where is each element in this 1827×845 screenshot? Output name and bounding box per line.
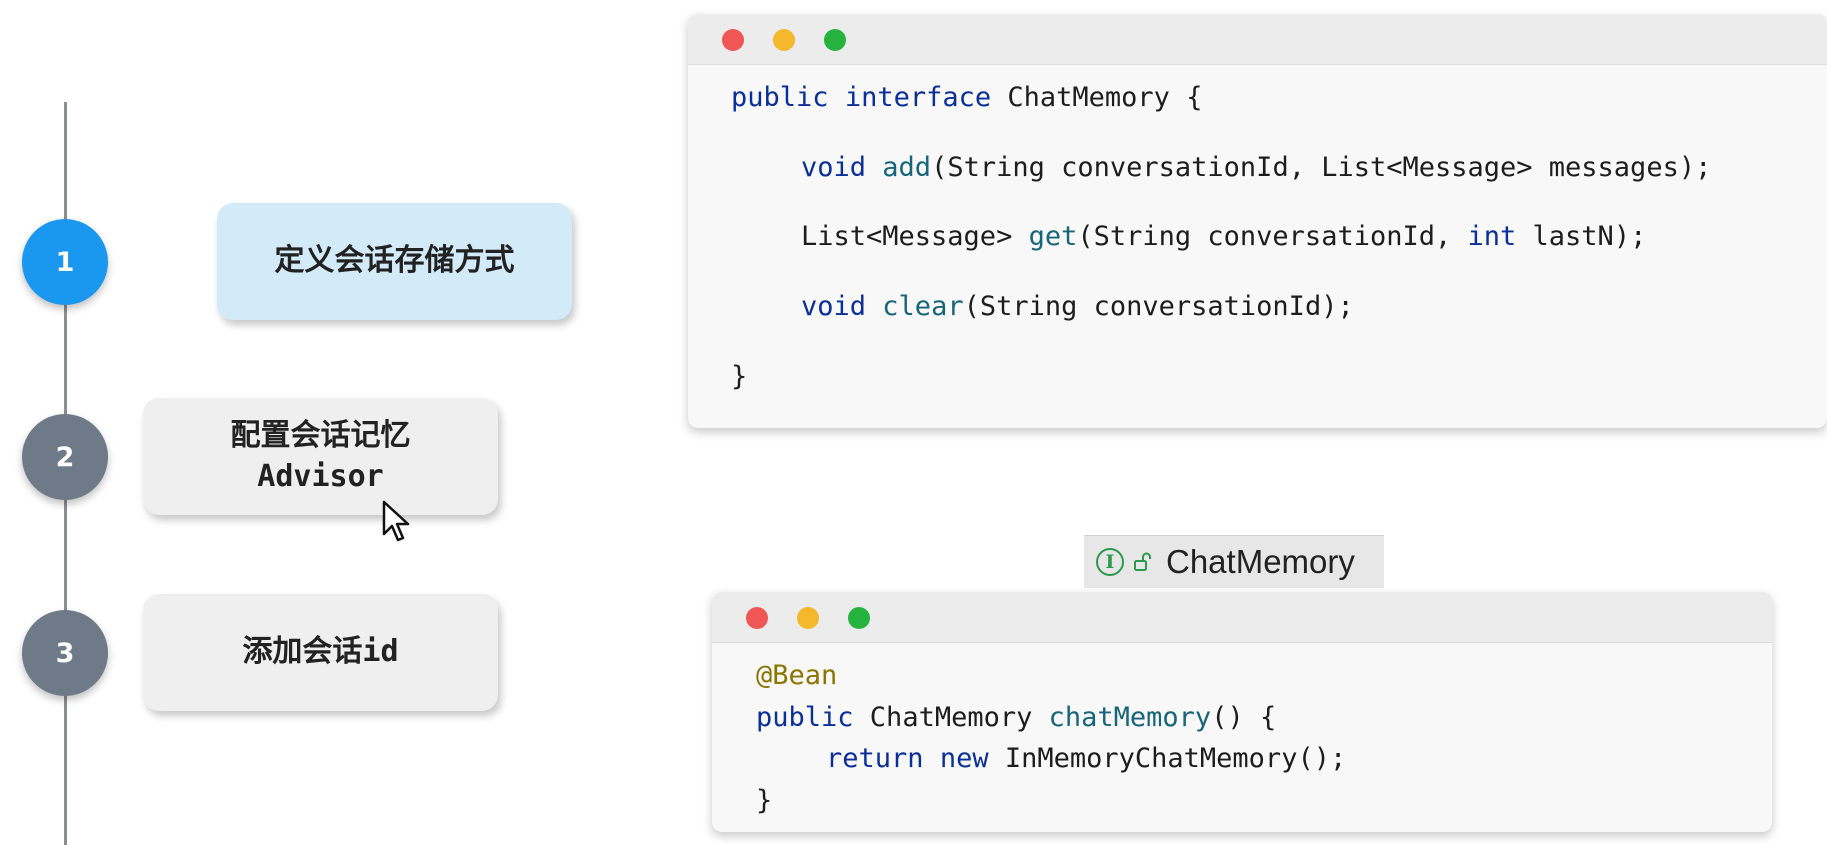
code-line-3: List<Message> get(String conversationId,… — [801, 221, 1647, 252]
window-title-bar — [688, 14, 1827, 65]
minimize-dot-icon[interactable] — [797, 607, 819, 629]
bean-code-window: @Bean public ChatMemory chatMemory() { r… — [712, 592, 1772, 832]
lock-open-icon — [1134, 552, 1151, 571]
step-2-circle: 2 — [22, 414, 108, 500]
interface-code-window: public interface ChatMemory { void add(S… — [688, 14, 1827, 428]
bean-line-1: @Bean — [756, 660, 838, 691]
minimize-dot-icon[interactable] — [773, 29, 795, 51]
step-3-card[interactable]: 添加会话id — [143, 594, 498, 711]
step-2-card[interactable]: 配置会话记忆 Advisor — [143, 398, 498, 515]
step-3-circle: 3 — [22, 610, 108, 696]
code-line-5: } — [731, 361, 748, 392]
step-3-label: 添加会话id — [242, 634, 399, 670]
step-2-label-line1: 配置会话记忆 — [230, 418, 411, 453]
bean-line-3: return new InMemoryChatMemory(); — [826, 743, 1347, 774]
interface-icon: I — [1096, 548, 1124, 576]
code-line-1: public interface ChatMemory { — [731, 82, 1203, 113]
step-2-label-line2: Advisor — [257, 458, 384, 494]
code-line-4: void clear(String conversationId); — [801, 291, 1354, 322]
mouse-cursor-icon — [382, 500, 410, 542]
step-1-circle: 1 — [22, 219, 108, 305]
bean-line-2: public ChatMemory chatMemory() { — [756, 702, 1277, 733]
maximize-dot-icon[interactable] — [824, 29, 846, 51]
window-title-bar — [712, 592, 1772, 643]
step-1-card[interactable]: 定义会话存储方式 — [217, 203, 572, 320]
close-dot-icon[interactable] — [722, 29, 744, 51]
chatmemory-chip[interactable]: I ChatMemory — [1084, 535, 1384, 588]
step-1-label: 定义会话存储方式 — [274, 243, 515, 279]
maximize-dot-icon[interactable] — [848, 607, 870, 629]
bean-line-4: } — [756, 785, 773, 816]
close-dot-icon[interactable] — [746, 607, 768, 629]
chip-label: ChatMemory — [1166, 543, 1355, 580]
code-line-2: void add(String conversationId, List<Mes… — [801, 152, 1712, 183]
